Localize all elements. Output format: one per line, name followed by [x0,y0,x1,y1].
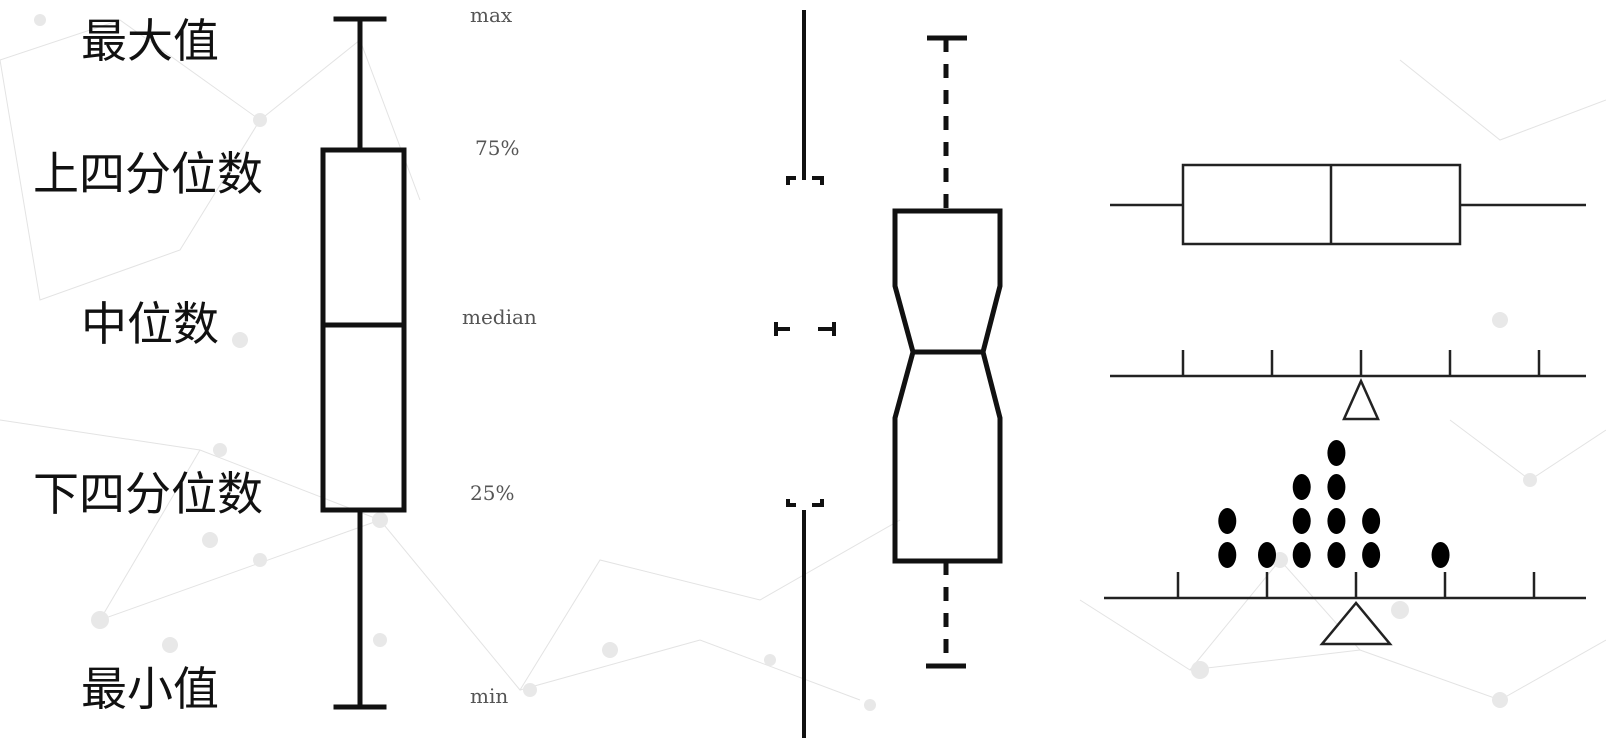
main-box-plot [320,16,407,710]
data-dot [1292,508,1311,534]
horizontal-box-plot [1110,163,1586,246]
data-dot [1327,542,1346,568]
notched-box-plot [892,35,1003,669]
label-75-en: 75% [475,136,519,160]
label-upper-quartile-cn: 上四分位数 [33,147,263,201]
balance-axis [1110,350,1586,421]
data-dot [1218,542,1237,568]
data-dot [1292,474,1311,500]
label-median-cn: 中位数 [81,297,219,351]
label-max-en: max [470,3,513,27]
data-dot [1327,508,1346,534]
data-dot [1362,508,1381,534]
fulcrum-triangle-icon [1342,377,1380,421]
label-25-en: 25% [470,481,514,505]
label-min-en: min [470,684,508,708]
box [320,147,407,513]
data-dot [1218,508,1237,534]
label-max-cn: 最大值 [81,14,219,68]
label-median-en: median [462,305,537,329]
label-min-cn: 最小值 [81,662,219,716]
minimal-box-plot [774,10,836,738]
dot-plot [1104,440,1586,646]
data-dot [1327,440,1346,466]
data-dot [1431,542,1450,568]
label-lower-quartile-cn: 下四分位数 [33,467,263,521]
data-dot [1292,542,1311,568]
data-dot [1258,542,1276,568]
fulcrum-triangle-icon [1319,601,1393,646]
data-dot [1327,474,1346,500]
data-dot [1362,542,1381,568]
